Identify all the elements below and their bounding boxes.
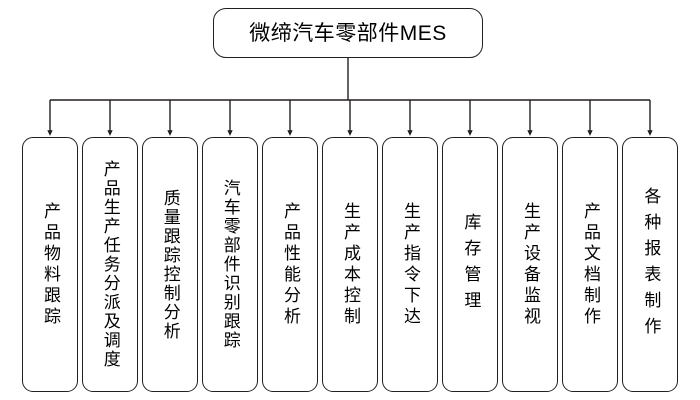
leaf-node-2[interactable]: 产品生产任务分派及调度	[82, 137, 138, 392]
leaf-node-label-1: 产品物料跟踪	[41, 201, 61, 328]
leaf-node-3[interactable]: 质量跟踪控制分析	[142, 137, 198, 392]
leaf-node-5[interactable]: 产品性能分析	[262, 137, 318, 392]
leaf-node-label-7: 生产指令下达	[401, 201, 421, 328]
root-node[interactable]: 微缔汽车零部件MES	[213, 8, 483, 58]
leaf-node-9[interactable]: 生产设备监视	[502, 137, 558, 392]
leaf-node-label-2: 产品生产任务分派及调度	[100, 160, 120, 369]
root-node-label: 微缔汽车零部件MES	[249, 21, 447, 45]
leaf-node-1[interactable]: 产品物料跟踪	[22, 137, 78, 392]
leaf-node-label-3: 质量跟踪控制分析	[160, 188, 180, 341]
leaf-node-4[interactable]: 汽车零部件识别跟踪	[202, 137, 258, 392]
leaf-node-10[interactable]: 产品文档制作	[562, 137, 618, 392]
leaf-node-7[interactable]: 生产指令下达	[382, 137, 438, 392]
leaf-node-label-9: 生产设备监视	[521, 201, 541, 328]
leaf-node-label-6: 生产成本控制	[341, 201, 361, 328]
leaf-node-8[interactable]: 库存管理	[442, 137, 498, 392]
leaf-node-label-11: 各种报表制作	[641, 186, 661, 343]
leaf-node-label-10: 产品文档制作	[581, 201, 601, 328]
leaf-node-label-5: 产品性能分析	[281, 201, 301, 328]
leaf-node-11[interactable]: 各种报表制作	[622, 137, 678, 392]
leaf-node-label-8: 库存管理	[461, 212, 481, 317]
leaf-node-label-4: 汽车零部件识别跟踪	[220, 179, 240, 350]
leaf-node-6[interactable]: 生产成本控制	[322, 137, 378, 392]
